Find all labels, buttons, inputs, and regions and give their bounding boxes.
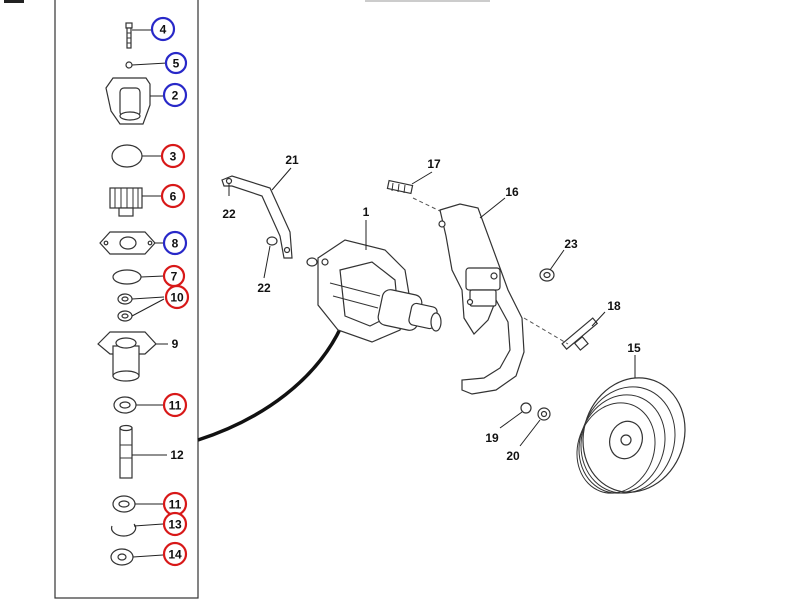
connection-curve <box>197 317 347 442</box>
part-22-washer-left <box>266 236 278 246</box>
callout-21-label: 21 <box>285 153 299 167</box>
part-3-o-ring <box>111 144 143 168</box>
callout-18-label: 18 <box>607 299 621 313</box>
callout-3-label: 3 <box>170 150 177 164</box>
callout-4: 4 <box>150 16 176 42</box>
callout-13: 13 <box>162 511 188 537</box>
part-4-bolt <box>125 22 133 49</box>
assembly-line-2 <box>523 317 569 345</box>
callout-11-lower: 11 <box>162 491 188 517</box>
part-10-seals <box>117 293 133 322</box>
part-20-nut <box>537 407 551 421</box>
part-11-seal-upper <box>113 396 137 414</box>
callout-8: 8 <box>162 230 188 256</box>
callout-13-label: 13 <box>168 518 182 532</box>
callout-7: 7 <box>162 264 186 288</box>
part-15-pulley <box>576 377 686 494</box>
callout-12-label: 12 <box>170 448 184 462</box>
callout-11-lower-label: 11 <box>169 498 182 512</box>
kit-panel-frame <box>54 0 199 599</box>
part-19-washer <box>520 402 532 414</box>
callout-10-label: 10 <box>170 291 184 305</box>
callout-2-label: 2 <box>172 89 179 103</box>
part-11-seal-lower <box>112 495 136 513</box>
part-7-gasket <box>112 269 142 285</box>
callout-16-label: 16 <box>505 185 519 199</box>
callout-5-label: 5 <box>173 57 180 71</box>
callout-9-label: 9 <box>172 337 179 351</box>
callout-4-label: 4 <box>160 23 167 37</box>
part-6-impeller <box>109 187 143 217</box>
callout-6-label: 6 <box>170 190 177 204</box>
callout-11-upper: 11 <box>162 392 188 418</box>
callout-14-label: 14 <box>168 548 182 562</box>
kit-leader-lines <box>131 29 168 558</box>
part-12-shaft <box>119 424 133 479</box>
assembly-leader-lines <box>228 167 636 447</box>
assembly-line <box>412 197 443 213</box>
callout-11-upper-label: 11 <box>169 399 182 413</box>
callout-23-label: 23 <box>564 237 578 251</box>
callout-17-label: 17 <box>427 157 441 171</box>
callout-22-bottom-label: 22 <box>257 281 271 295</box>
part-16-mount-bracket <box>438 203 525 395</box>
callout-22-top-label: 22 <box>222 207 236 221</box>
callout-1-label: 1 <box>363 205 370 219</box>
corner-mark <box>4 0 24 3</box>
part-8-wear-plate <box>99 231 156 255</box>
part-17-stud <box>386 179 414 195</box>
part-2-housing <box>105 77 151 125</box>
part-13-snap-ring <box>111 523 137 537</box>
part-5-washer <box>125 61 133 69</box>
part-1-pump-body <box>317 239 442 343</box>
part-14-washer <box>110 548 134 566</box>
part-18-bolt <box>561 317 599 351</box>
callout-15-label: 15 <box>627 341 641 355</box>
callout-7-label: 7 <box>171 270 178 284</box>
callout-14: 14 <box>162 541 188 567</box>
callout-6: 6 <box>160 183 186 209</box>
callout-10: 10 <box>164 284 190 310</box>
part-9-bearing-housing <box>97 331 157 382</box>
callout-8-label: 8 <box>172 237 179 251</box>
part-22-washer-right <box>306 257 318 267</box>
part-23-nut <box>539 268 555 282</box>
callout-3: 3 <box>160 143 186 169</box>
callout-20-label: 20 <box>506 449 520 463</box>
callout-12: 12 <box>170 448 184 462</box>
callout-9: 9 <box>172 337 179 351</box>
callout-19-label: 19 <box>485 431 499 445</box>
callout-5: 5 <box>164 51 188 75</box>
callout-2: 2 <box>162 82 188 108</box>
